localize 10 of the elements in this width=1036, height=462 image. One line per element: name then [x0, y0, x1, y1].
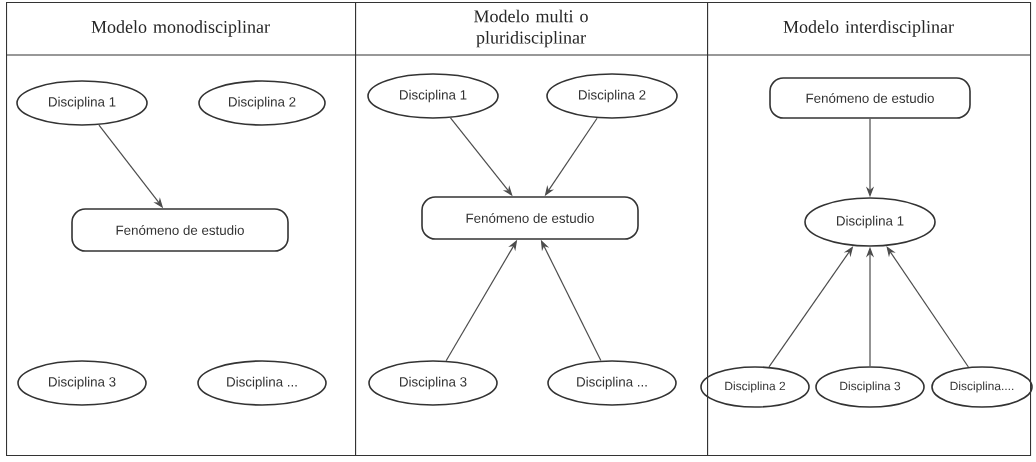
arrow [886, 246, 969, 368]
column-panel [706, 2, 1032, 457]
column-heading: Modelo multi o pluridisciplinar [474, 9, 588, 48]
column-heading: Modelo interdisciplinar [783, 20, 954, 37]
column-panel [5, 2, 357, 457]
phenomenon-box: Fenómeno de estudio [71, 208, 289, 252]
column-panel [354, 2, 709, 457]
phenomenon-box: Fenómeno de estudio [769, 77, 971, 119]
phenomenon-box: Fenómeno de estudio [421, 196, 639, 240]
column-heading: Modelo monodisciplinar [91, 20, 270, 37]
